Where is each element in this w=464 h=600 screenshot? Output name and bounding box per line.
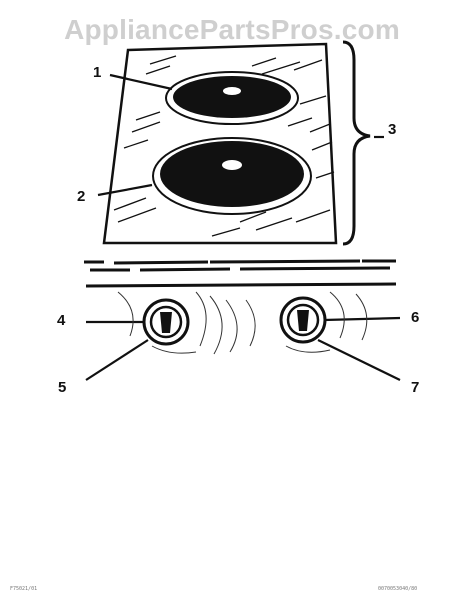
callout-6: 6 <box>411 309 420 326</box>
watermark-text: AppliancePartsPros.com <box>64 14 400 45</box>
plate-hatching <box>113 55 335 237</box>
callout-3: 3 <box>388 121 397 138</box>
callout-7: 7 <box>411 379 420 396</box>
callout-4: 4 <box>57 312 66 329</box>
burner-2-large <box>152 137 312 215</box>
brace-3 <box>342 40 371 246</box>
callout-5: 5 <box>58 379 67 396</box>
callout-2: 2 <box>77 188 86 205</box>
control-panel <box>85 282 397 355</box>
separator-lines <box>84 259 396 272</box>
callout-1: 1 <box>93 64 102 81</box>
footer-right-code: 0070053040/80 <box>378 586 418 592</box>
knob-left <box>142 298 190 346</box>
burner-1-small <box>165 71 299 125</box>
footer-left-code: F75021/01 <box>10 586 38 592</box>
leader-lines <box>85 73 401 381</box>
knob-right <box>279 296 327 344</box>
